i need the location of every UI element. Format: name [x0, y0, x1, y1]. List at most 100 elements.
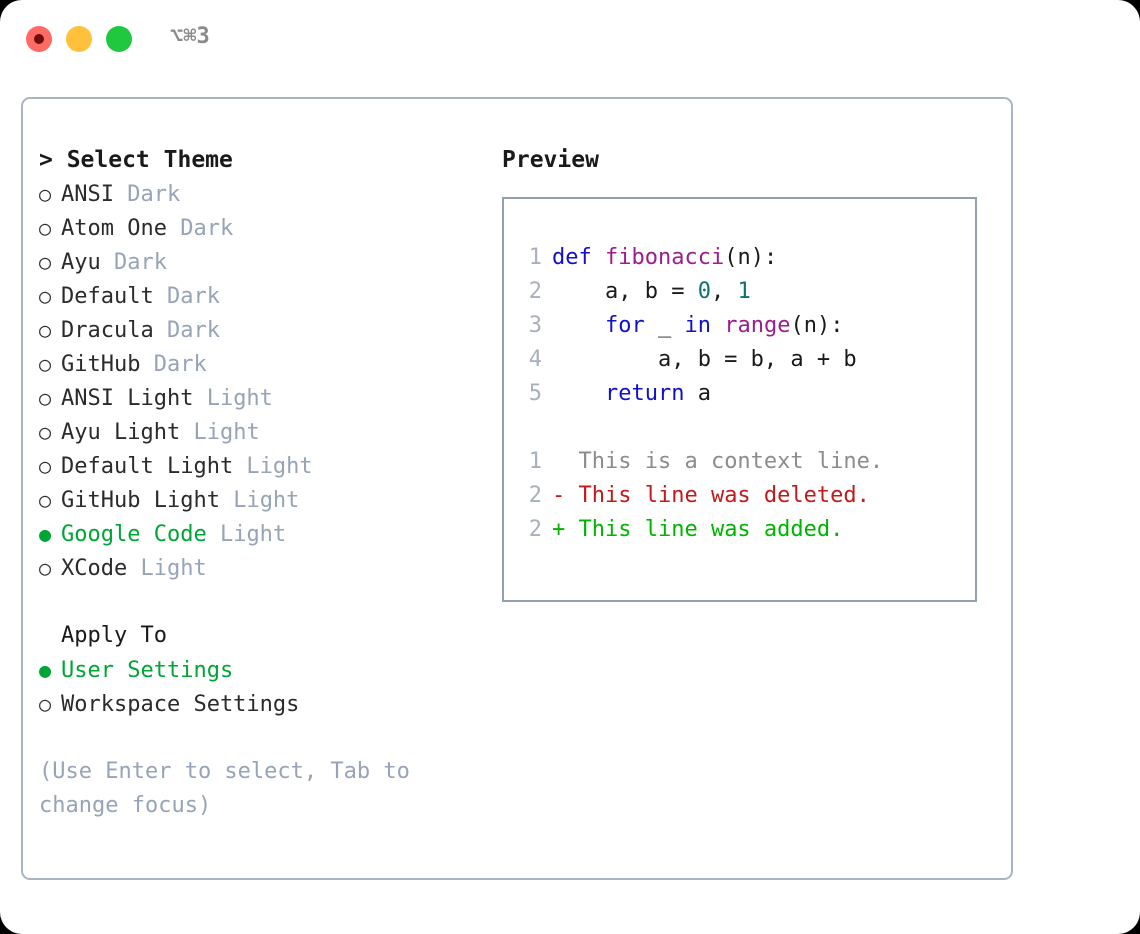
radio-unselected-icon[interactable]: ○ [39, 488, 52, 512]
theme-variant-tag: Light [206, 522, 287, 547]
theme-list[interactable]: ○ANSI Dark○Atom One Dark○Ayu Dark○Defaul… [39, 177, 469, 585]
theme-row[interactable]: ○Ayu Dark [39, 245, 469, 279]
line-number: 1 [528, 245, 542, 270]
section-spacer [39, 585, 469, 619]
preview-heading: Preview [502, 147, 599, 173]
code-token: fibonacci [604, 245, 725, 270]
code-token: 0 [697, 279, 711, 304]
code-token: (n): [724, 245, 778, 270]
radio-unselected-icon[interactable]: ○ [39, 386, 52, 410]
radio-unselected-icon[interactable]: ○ [39, 216, 52, 240]
code-line: 1 def fibonacci(n): [520, 241, 975, 275]
code-line: 3 for _ in range(n): [520, 309, 975, 343]
theme-row[interactable]: ○Atom One Dark [39, 211, 469, 245]
theme-variant-tag: Dark [166, 216, 234, 241]
radio-unselected-icon[interactable]: ○ [39, 284, 52, 308]
code-token: a [684, 381, 711, 406]
select-theme-heading: > Select Theme [39, 147, 233, 173]
diff-line: 2 + This line was added. [520, 513, 975, 547]
keyboard-shortcut-label: ⌥⌘3 [170, 24, 210, 49]
theme-name: Google Code [61, 522, 207, 547]
code-token: , [710, 279, 738, 304]
theme-row[interactable]: ○Default Light Light [39, 449, 469, 483]
code-line: 4 a, b = b, a + b [520, 343, 975, 377]
theme-name: ANSI [61, 182, 114, 207]
apply-to-heading: Apply To [61, 623, 167, 648]
radio-unselected-icon[interactable]: ○ [39, 318, 52, 342]
code-token: in [684, 313, 711, 338]
theme-variant-tag: Light [127, 556, 207, 581]
close-button[interactable] [26, 26, 52, 52]
code-token [552, 381, 605, 406]
theme-variant-tag: Light [180, 420, 260, 445]
radio-unselected-icon[interactable]: ○ [39, 250, 52, 274]
diff-line: 1 This is a context line. [520, 445, 975, 479]
radio-selected-icon[interactable]: ● [39, 522, 52, 546]
theme-row[interactable]: ○GitHub Dark [39, 347, 469, 381]
theme-row[interactable]: ○ XCode Light [39, 551, 469, 585]
code-line: 5 return a [520, 377, 975, 411]
keyboard-hint: (Use Enter to select, Tab to change focu… [39, 759, 424, 818]
minimize-button[interactable] [66, 26, 92, 52]
radio-unselected-icon[interactable]: ○ [39, 692, 52, 716]
code-token: (n): [790, 313, 844, 338]
theme-selector-column: > Select Theme ○ANSI Dark○Atom One Dark○… [39, 143, 469, 823]
theme-variant-tag: Dark [140, 352, 207, 377]
theme-row[interactable]: ○ Default Dark [39, 279, 469, 313]
diff-marker [552, 449, 565, 474]
code-token [711, 313, 724, 338]
theme-variant-tag: Dark [100, 250, 167, 275]
code-token: def [552, 245, 605, 270]
theme-name: Default [61, 284, 154, 309]
line-number: 3 [528, 313, 542, 338]
radio-unselected-icon[interactable]: ○ [39, 352, 52, 376]
theme-name: XCode [61, 556, 128, 581]
maximize-button[interactable] [106, 26, 132, 52]
content-panel: > Select Theme ○ANSI Dark○Atom One Dark○… [21, 97, 1013, 880]
theme-variant-tag: Light [233, 454, 313, 479]
theme-row[interactable]: ○ANSI Light Light [39, 381, 469, 415]
line-number: 5 [528, 381, 542, 406]
apply-to-label: Workspace Settings [61, 692, 300, 717]
apply-to-label: User Settings [61, 658, 234, 683]
theme-row[interactable]: ○ANSI Dark [39, 177, 469, 211]
theme-variant-tag: Dark [153, 318, 220, 343]
line-number: 2 [528, 517, 542, 542]
radio-selected-icon[interactable]: ● [39, 658, 52, 682]
code-token [552, 313, 605, 338]
theme-row[interactable]: ○ Dracula Dark [39, 313, 469, 347]
code-token: a, b = b, a + b [552, 347, 857, 372]
diff-sample: 1 This is a context line.2- This line wa… [520, 445, 975, 547]
radio-unselected-icon[interactable]: ○ [39, 454, 52, 478]
code-token: a, b = [552, 279, 698, 304]
diff-text: This line was deleted. [565, 483, 870, 508]
line-number: 2 [528, 279, 542, 304]
code-token: for [604, 313, 645, 338]
theme-name: ANSI Light [61, 386, 194, 411]
radio-unselected-icon[interactable]: ○ [39, 420, 52, 444]
theme-row[interactable]: ○GitHub Light Light [39, 483, 469, 517]
apply-to-list[interactable]: ● User Settings ○ Workspace Settings [39, 653, 469, 721]
theme-variant-tag: Dark [153, 284, 220, 309]
code-diff-spacer [520, 411, 975, 445]
line-number: 4 [528, 347, 542, 372]
diff-marker: - [552, 483, 566, 508]
apply-to-option[interactable]: ● User Settings [39, 653, 469, 687]
diff-text: This line was added. [565, 517, 844, 542]
theme-name: Dracula [61, 318, 154, 343]
code-token: return [604, 381, 685, 406]
diff-line: 2- This line was deleted. [520, 479, 975, 513]
code-token: 1 [737, 279, 751, 304]
apply-to-option[interactable]: ○ Workspace Settings [39, 687, 469, 721]
diff-marker: + [552, 517, 566, 542]
line-number: 2 [528, 483, 542, 508]
theme-name: GitHub Light [61, 488, 220, 513]
radio-unselected-icon[interactable]: ○ [39, 556, 52, 580]
theme-row[interactable]: ● Google Code Light [39, 517, 469, 551]
theme-row[interactable]: ○Ayu Light Light [39, 415, 469, 449]
radio-unselected-icon[interactable]: ○ [39, 182, 52, 206]
